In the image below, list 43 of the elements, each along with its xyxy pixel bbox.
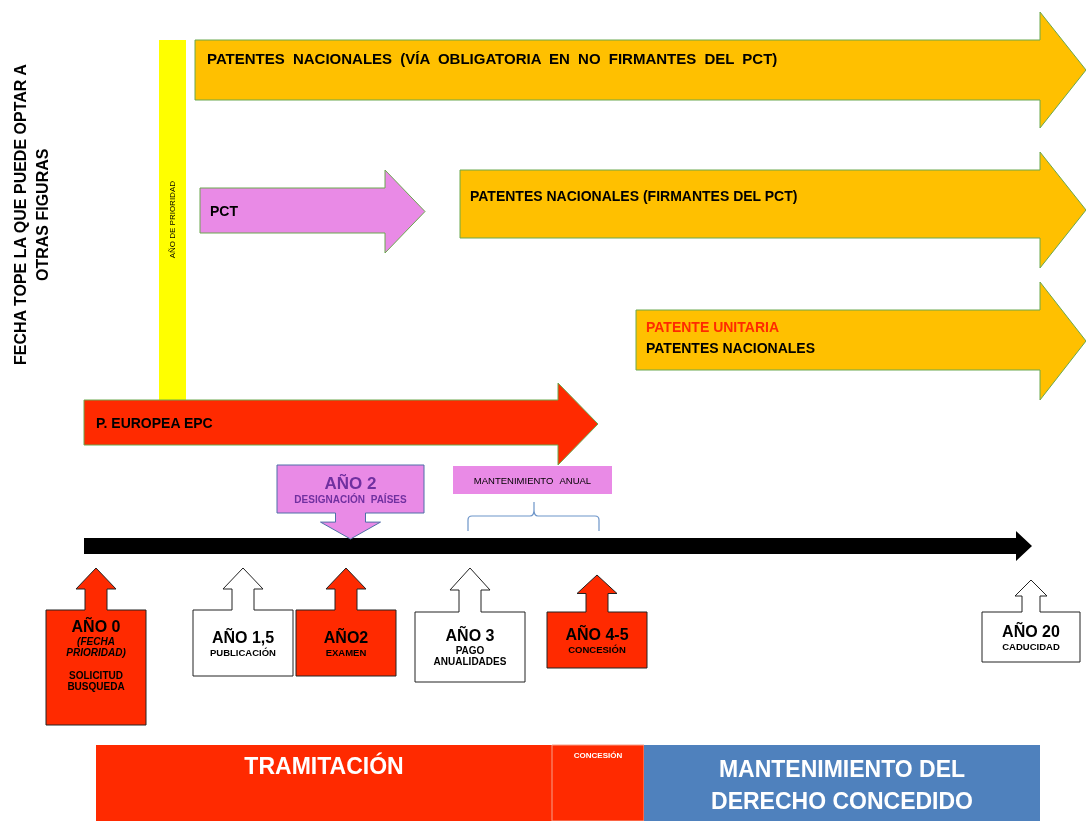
arrow-banner xyxy=(636,282,1086,400)
node-title: TRAMITACIÓN xyxy=(244,753,404,780)
callout xyxy=(277,465,424,539)
node-title: PCT xyxy=(210,202,238,219)
priority-bar xyxy=(159,40,186,400)
node-text: (FECHA PRIORIDAD) xyxy=(65,636,127,658)
arrow-banner xyxy=(195,12,1086,128)
arrow-banner xyxy=(200,170,425,253)
node-title: P. EUROPEA EPC xyxy=(96,414,213,431)
callout xyxy=(415,568,525,682)
node-title: CONCESIÓN xyxy=(573,751,623,760)
node-title: AÑO 20 xyxy=(1002,622,1060,641)
node-title: AÑO DE PRIORIDAD xyxy=(168,181,177,259)
phase-band xyxy=(644,745,1040,821)
node-title: PATENTE UNITARIA xyxy=(646,319,779,335)
node-title: PATENTES NACIONALES (VÍA OBLIGATORIA EN NO FIRMANTES DEL PCT) xyxy=(207,50,778,67)
callout xyxy=(46,568,146,725)
node-text: PATENTES NACIONALES xyxy=(646,340,816,356)
callout xyxy=(296,568,396,676)
node-title: MANTENIMIENTO DEL DERECHO CONCEDIDO xyxy=(710,755,974,817)
node-text: PAGO ANUALIDADES xyxy=(432,645,508,667)
arrow-banner xyxy=(84,383,598,465)
callout xyxy=(547,575,647,668)
node-text: CADUCIDAD xyxy=(1002,640,1060,652)
node-title: AÑO 1,5 xyxy=(211,628,275,647)
callout xyxy=(193,568,293,676)
annotation-box xyxy=(453,466,612,494)
node-text: PUBLICACIÓN xyxy=(210,646,276,658)
node-title: AÑO 2 xyxy=(324,473,377,493)
node-text: CONCESIÓN xyxy=(568,643,626,655)
node-title: AÑO 3 xyxy=(445,627,495,645)
node-title: AÑO2 xyxy=(323,628,369,647)
node-title: MANTENIMIENTO ANUAL xyxy=(473,474,592,486)
node-text: SOLICITUD BUSQUEDA xyxy=(66,670,126,692)
callout xyxy=(982,580,1080,662)
node-title: PATENTES NACIONALES (FIRMANTES DEL PCT) xyxy=(470,188,798,204)
node-title: AÑO 0 xyxy=(71,618,121,636)
side-note: FECHA TOPE LA QUE PUEDE OPTAR A OTRAS FIGURAS xyxy=(11,63,52,368)
node-title: AÑO 4-5 xyxy=(565,625,629,644)
arrow-banner xyxy=(460,152,1086,268)
node-text: EXAMEN xyxy=(325,646,367,658)
phase-band xyxy=(552,745,644,821)
node-text: DESIGNACIÓN PAÍSES xyxy=(294,493,407,505)
